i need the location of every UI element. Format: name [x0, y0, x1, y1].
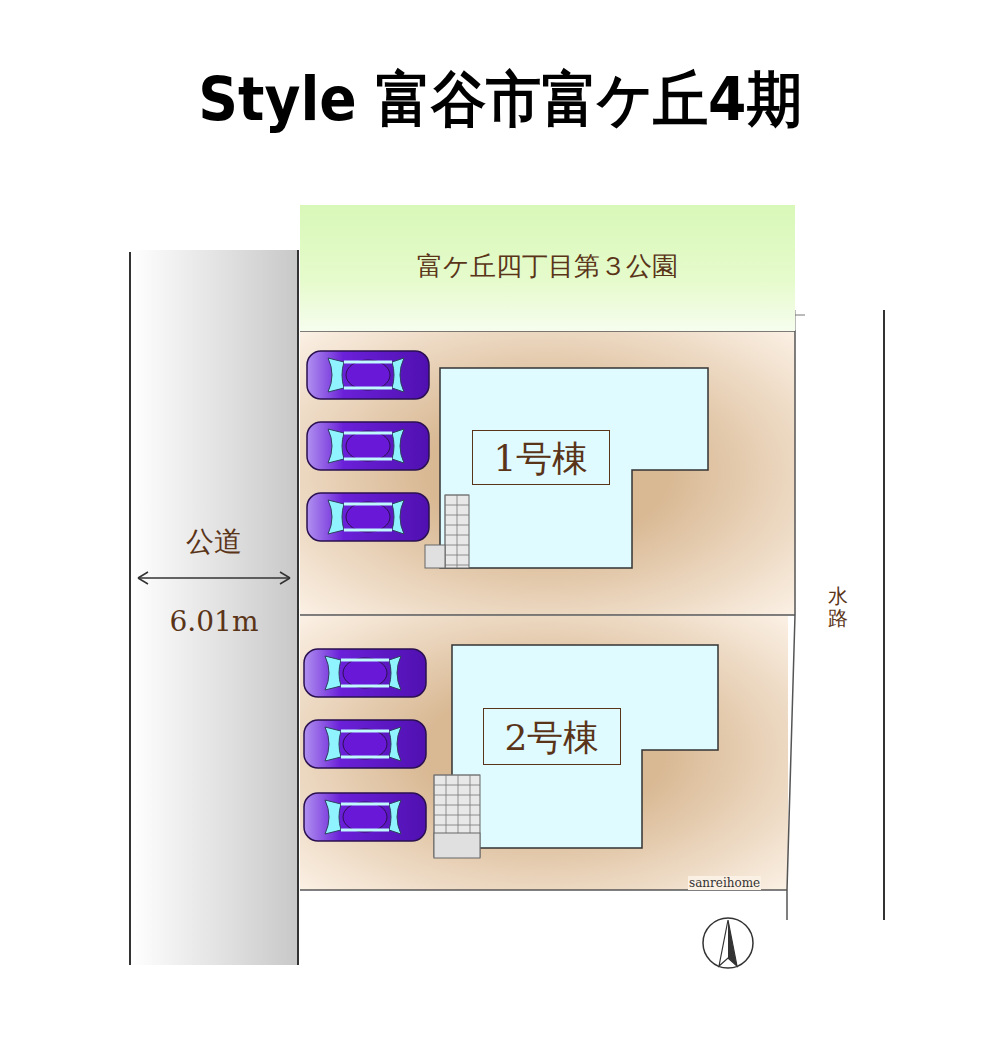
waterway-label: 水路: [828, 585, 848, 629]
watermark: sanreihome: [688, 876, 761, 890]
road-label: 公道: [131, 523, 297, 561]
building-number: 1号棟: [472, 430, 610, 485]
building-number: 2号棟: [483, 708, 621, 765]
house-building: 2号棟: [430, 643, 722, 860]
park-band: 富ケ丘四丁目第３公園: [300, 205, 795, 331]
page-title: Style 富谷市富ケ丘4期: [40, 60, 960, 141]
house-building: 1号棟: [422, 366, 712, 572]
park-name: 富ケ丘四丁目第３公園: [300, 249, 795, 284]
road-width-dimension: 6.01m: [131, 605, 297, 638]
